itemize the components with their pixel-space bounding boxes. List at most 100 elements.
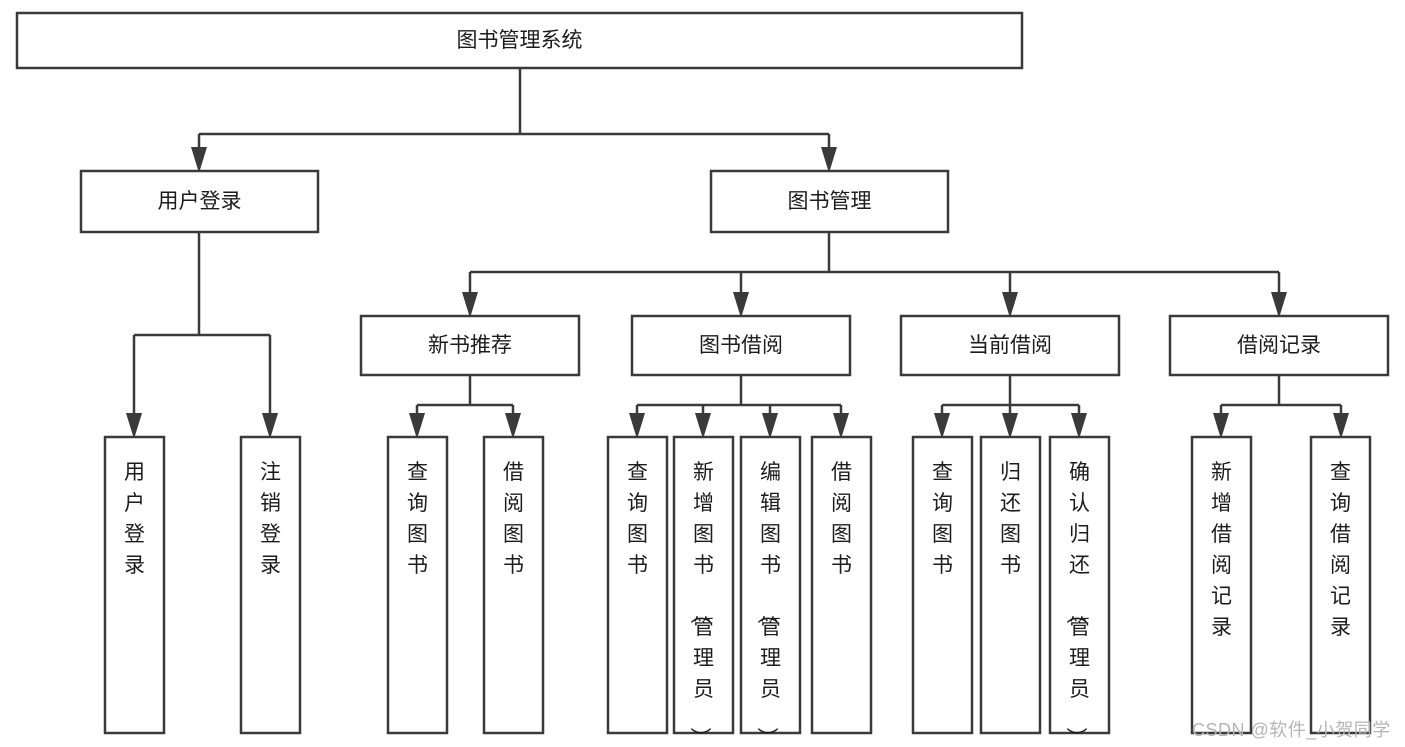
level2-node-book-manage[interactable]: 图书管理: [709, 169, 950, 234]
node-box[interactable]: [1168, 314, 1390, 377]
node-label: 查询图书: [407, 461, 428, 577]
node-layer: 图书管理系统用户登录图书管理新书推荐图书借阅当前借阅借阅记录用户登录注销登录查询…: [15, 11, 1390, 747]
node-box[interactable]: [386, 435, 449, 735]
arrow-leaf-return-book: [1002, 405, 1018, 439]
arrow-head-icon: [262, 413, 278, 439]
node-label: 新增图书（管理员）: [688, 461, 714, 747]
arrow-head-icon: [1271, 292, 1287, 318]
node-box[interactable]: [359, 314, 581, 377]
node-box[interactable]: [630, 314, 852, 377]
connector-bus-book-borrow: [637, 375, 841, 407]
node-box[interactable]: [672, 435, 735, 735]
node-label: 图书管理: [788, 190, 872, 213]
node-label: 确认归还（管理员）: [1064, 461, 1090, 747]
arrow-head-icon: [733, 292, 749, 318]
arrow-head-icon: [409, 413, 425, 439]
node-label: 图书管理系统: [457, 29, 583, 52]
node-box[interactable]: [911, 435, 974, 735]
arrow-leaf-query-record: [1333, 405, 1349, 439]
arrow-leaf-add-book: [695, 405, 711, 439]
level2-node-user-login[interactable]: 用户登录: [79, 169, 320, 234]
arrow-head-icon: [833, 413, 849, 439]
arrow-leaf-user-login: [126, 335, 142, 439]
arrow-borrow-record: [1271, 272, 1287, 318]
connector-layer: [126, 68, 1349, 439]
connector-bus-new-book: [417, 375, 513, 407]
leaf-node-leaf-edit-book[interactable]: 编辑图书（管理员）: [739, 435, 802, 747]
node-label: 注销登录: [260, 461, 281, 577]
node-label: 借阅图书: [503, 461, 524, 577]
leaf-node-leaf-return-book[interactable]: 归还图书: [979, 435, 1042, 735]
arrow-leaf-query-book-borrow: [629, 405, 645, 439]
connector-bus-user-login: [134, 232, 270, 337]
arrow-leaf-query-book-cur: [934, 405, 950, 439]
node-box[interactable]: [79, 169, 320, 234]
node-box[interactable]: [1190, 435, 1253, 735]
arrow-leaf-borrow-book: [833, 405, 849, 439]
arrow-head-icon: [762, 413, 778, 439]
node-box[interactable]: [1048, 435, 1111, 735]
node-box[interactable]: [979, 435, 1042, 735]
arrow-head-icon: [934, 413, 950, 439]
connector-bus-borrow-record: [1221, 375, 1341, 407]
connector-bus-current-borrow: [942, 375, 1079, 407]
node-label: 借阅图书: [831, 461, 852, 577]
node-box[interactable]: [1309, 435, 1372, 735]
arrow-head-icon: [1002, 413, 1018, 439]
leaf-node-leaf-query-book-rec[interactable]: 查询图书: [386, 435, 449, 735]
leaf-node-leaf-confirm-return[interactable]: 确认归还（管理员）: [1048, 435, 1111, 747]
leaf-node-leaf-add-record[interactable]: 新增借阅记录: [1190, 435, 1253, 735]
arrow-head-icon: [462, 292, 478, 318]
arrow-head-icon: [1333, 413, 1349, 439]
node-label: 查询图书: [932, 461, 953, 577]
connector-bus-book-manage: [470, 232, 1279, 274]
node-box[interactable]: [709, 169, 950, 234]
node-label: 新书推荐: [428, 334, 512, 357]
node-box[interactable]: [15, 11, 1024, 70]
leaf-node-leaf-borrow-book[interactable]: 借阅图书: [810, 435, 873, 735]
leaf-node-leaf-query-book-cur[interactable]: 查询图书: [911, 435, 974, 735]
connector-bus-root: [199, 68, 829, 136]
arrow-leaf-edit-book: [762, 405, 778, 439]
leaf-node-leaf-query-book-borrow[interactable]: 查询图书: [606, 435, 669, 735]
node-box[interactable]: [606, 435, 669, 735]
leaf-node-leaf-borrow-book-rec[interactable]: 借阅图书: [482, 435, 545, 735]
arrow-head-icon: [695, 413, 711, 439]
arrow-head-icon: [1002, 292, 1018, 318]
arrow-new-book-recommend: [462, 272, 478, 318]
node-label: 查询图书: [627, 461, 648, 577]
arrow-leaf-logout: [262, 335, 278, 439]
leaf-node-leaf-logout[interactable]: 注销登录: [239, 435, 302, 735]
csdn-watermark: CSDN @软件_小贺同学: [1192, 720, 1391, 740]
node-box[interactable]: [103, 435, 166, 735]
arrow-user-login: [191, 134, 207, 173]
level3-node-new-book-recommend[interactable]: 新书推荐: [359, 314, 581, 377]
level3-node-book-borrow[interactable]: 图书借阅: [630, 314, 852, 377]
arrow-leaf-borrow-book-rec: [505, 405, 521, 439]
arrow-book-borrow: [733, 272, 749, 318]
arrow-head-icon: [505, 413, 521, 439]
node-label: 归还图书: [1000, 461, 1021, 577]
node-box[interactable]: [482, 435, 545, 735]
leaf-node-leaf-add-book[interactable]: 新增图书（管理员）: [672, 435, 735, 747]
level3-node-borrow-record[interactable]: 借阅记录: [1168, 314, 1390, 377]
level3-node-current-borrow[interactable]: 当前借阅: [899, 314, 1121, 377]
node-box[interactable]: [899, 314, 1121, 377]
arrow-head-icon: [126, 413, 142, 439]
leaf-node-leaf-query-record[interactable]: 查询借阅记录: [1309, 435, 1372, 735]
leaf-node-leaf-user-login[interactable]: 用户登录: [103, 435, 166, 735]
node-label: 新增借阅记录: [1211, 461, 1232, 639]
arrow-head-icon: [1071, 413, 1087, 439]
node-box[interactable]: [739, 435, 802, 735]
node-label: 用户登录: [124, 461, 145, 577]
arrow-leaf-query-book-rec: [409, 405, 425, 439]
arrow-leaf-add-record: [1213, 405, 1229, 439]
node-label: 编辑图书（管理员）: [755, 461, 781, 747]
arrow-book-manage: [821, 134, 837, 173]
node-label: 图书借阅: [699, 334, 783, 357]
node-box[interactable]: [239, 435, 302, 735]
root-node-root[interactable]: 图书管理系统: [15, 11, 1024, 70]
node-box[interactable]: [810, 435, 873, 735]
